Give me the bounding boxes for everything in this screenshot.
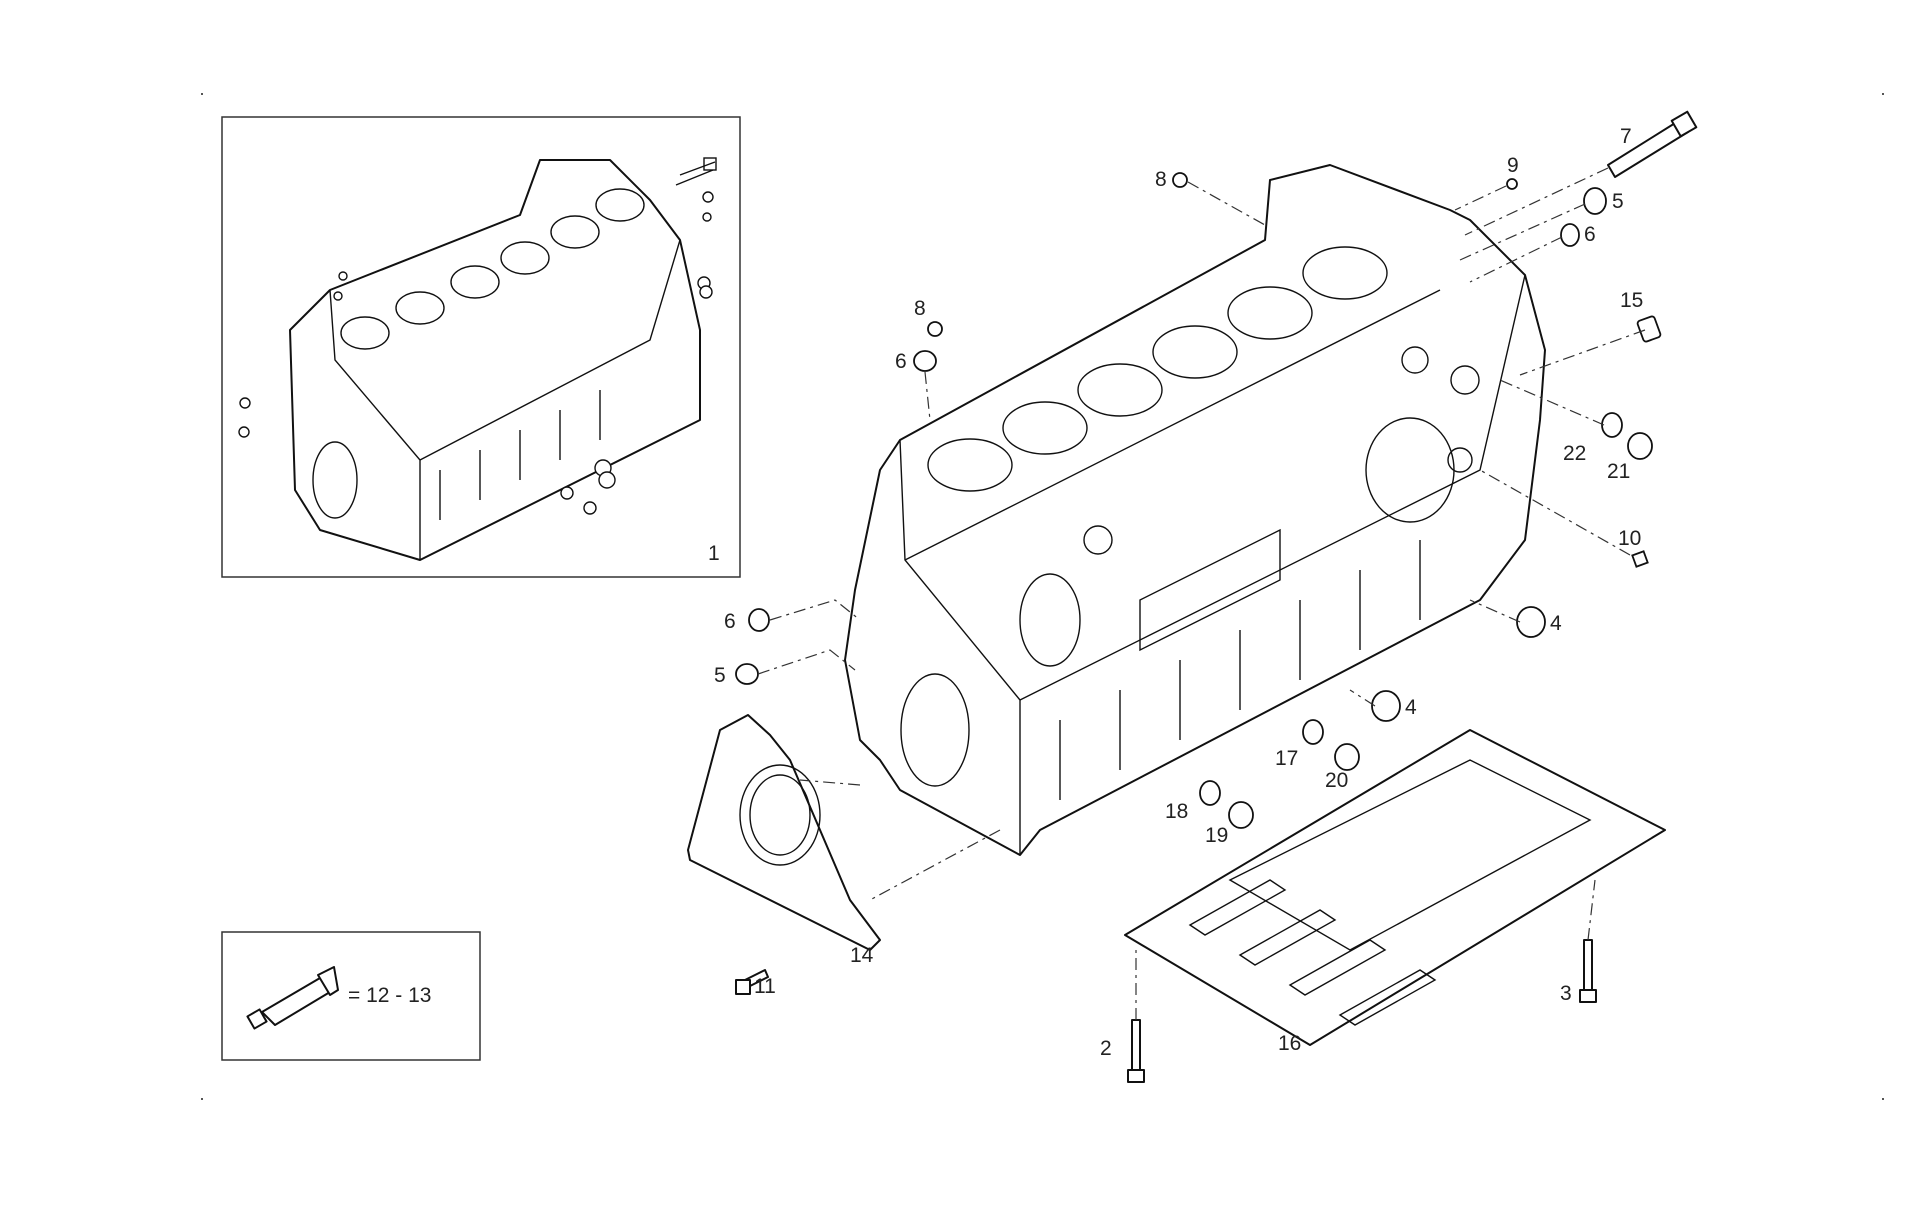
corner-marks: [201, 93, 1884, 1100]
legend-frame: [221, 931, 481, 1061]
callout-16: 16: [1278, 1032, 1301, 1055]
plugs-and-seals: [735, 172, 1662, 829]
callout-20: 20: [1325, 769, 1348, 792]
plug-21-icon: [1627, 432, 1653, 460]
callout-17: 17: [1275, 747, 1298, 770]
seal-6c-icon: [748, 608, 770, 632]
plug-20-icon: [1334, 743, 1360, 771]
seal-18-icon: [1199, 780, 1221, 806]
callout-18: 18: [1165, 800, 1188, 823]
bolt-3-icon: [1583, 939, 1593, 991]
plug-15-icon: [1636, 315, 1662, 343]
inset-engine-block-icon: [238, 157, 717, 561]
plug-10-icon: [1631, 550, 1649, 568]
plug-8b-icon: [927, 321, 943, 337]
bolts: [735, 110, 1698, 1083]
legend-equation: = 12 - 13: [348, 984, 431, 1007]
inset-frame: [221, 116, 741, 578]
sealant-legend: = 12 - 13: [221, 931, 481, 1061]
callout-15: 15: [1620, 289, 1643, 312]
seal-6b-icon: [913, 350, 937, 372]
callout-7: 7: [1620, 125, 1632, 148]
leader-lines: [757, 167, 1646, 1020]
callout-21: 21: [1607, 460, 1630, 483]
callout-2: 2: [1100, 1037, 1112, 1060]
gasket-plate-part: [1124, 729, 1666, 1046]
callout-11: 11: [754, 975, 776, 998]
callout-5: 5: [1612, 190, 1624, 213]
seal-17-icon: [1302, 719, 1324, 745]
callout-4b: 4: [1405, 696, 1417, 719]
callout-22: 22: [1563, 442, 1586, 465]
seal-22-icon: [1601, 412, 1623, 438]
plug-8-icon: [1172, 172, 1188, 188]
cap-4b-icon: [1371, 690, 1401, 722]
callout-6b: 6: [895, 350, 907, 373]
callout-4: 4: [1550, 612, 1562, 635]
callout-6: 6: [1584, 223, 1596, 246]
plug-19-icon: [1228, 801, 1254, 829]
rear-cover-part: [687, 714, 881, 951]
seal-6-icon: [1560, 223, 1580, 247]
callout-8b: 8: [914, 297, 926, 320]
engine-block: [844, 164, 1546, 856]
bolt-2-icon: [1131, 1019, 1141, 1071]
plug-9-icon: [1506, 178, 1518, 190]
callout-10: 10: [1618, 527, 1641, 550]
seal-5b-icon: [735, 663, 759, 685]
callout-3: 3: [1560, 982, 1572, 1005]
cap-4a-icon: [1516, 606, 1546, 638]
callout-9: 9: [1507, 154, 1519, 177]
sealant-tube-icon: [246, 966, 339, 1030]
inset-assembly: 1: [221, 116, 741, 578]
inset-label: 1: [708, 542, 720, 565]
callout-8: 8: [1155, 168, 1167, 191]
callout-6c: 6: [724, 610, 736, 633]
callout-14: 14: [850, 944, 874, 967]
callout-5b: 5: [714, 664, 726, 687]
seal-5-icon: [1583, 187, 1607, 215]
callouts: 7 8 9 5 6 8 15 6 22 21 10 6 4 5 4 17 20 …: [714, 125, 1643, 1060]
callout-19: 19: [1205, 824, 1228, 847]
